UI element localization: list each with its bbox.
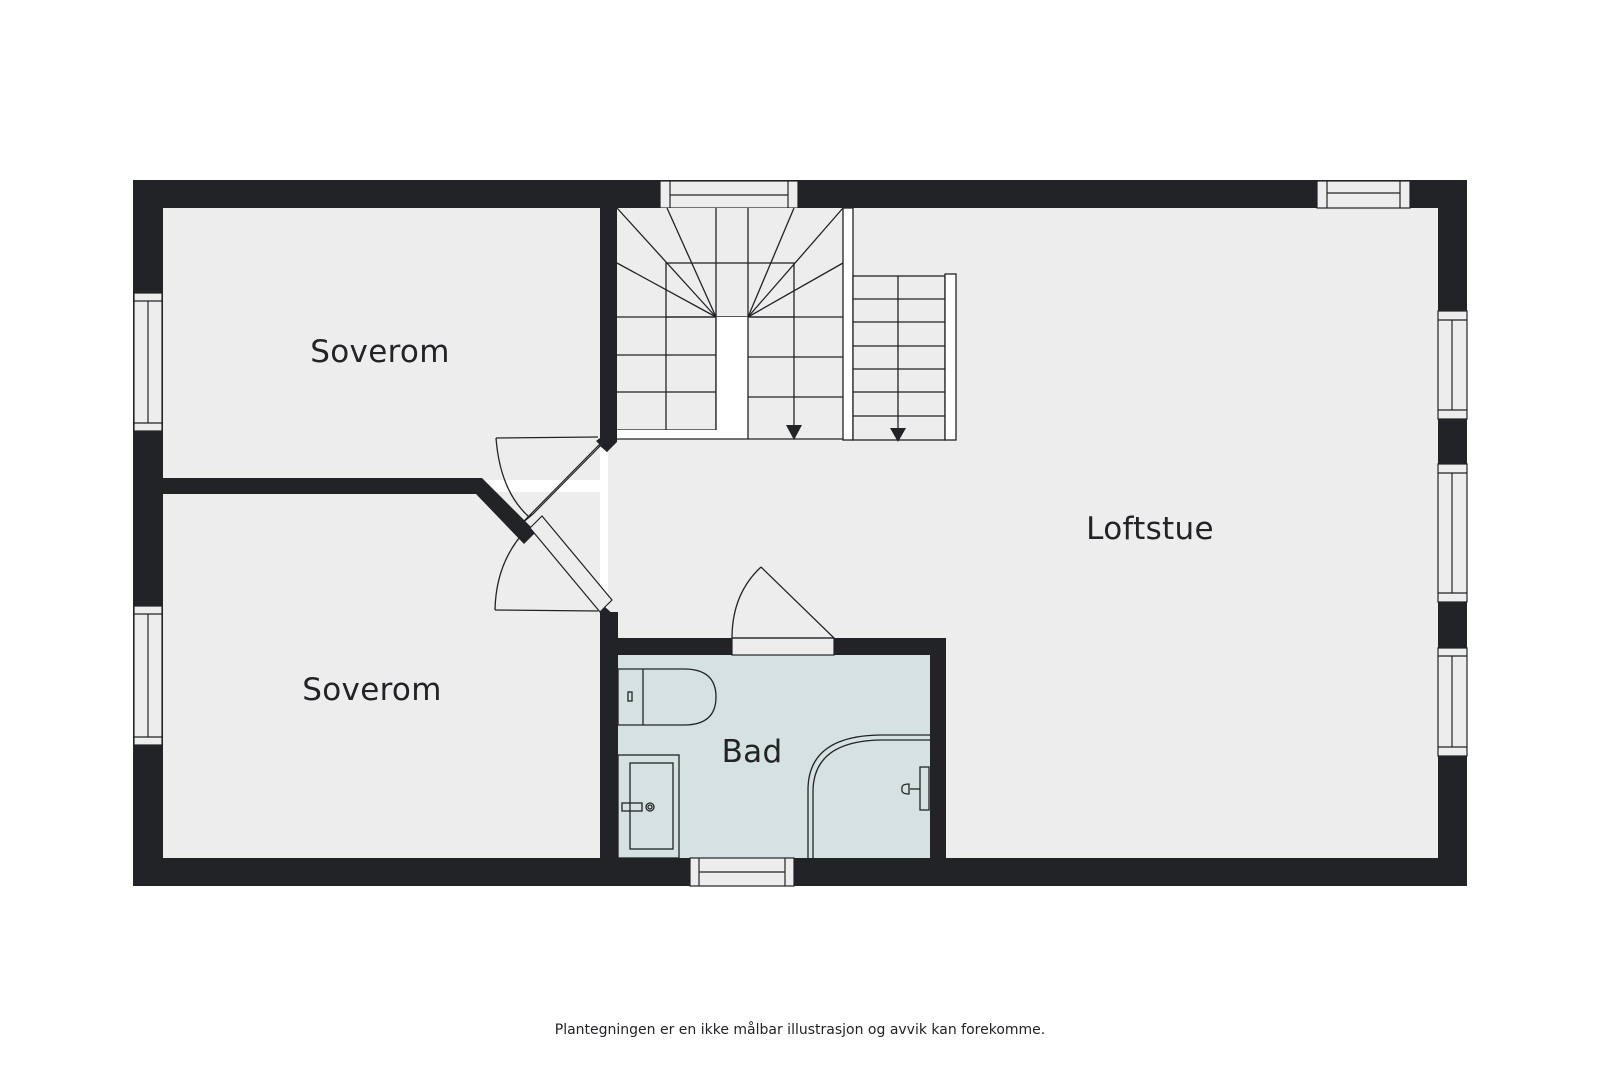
stair-down-arrow-icon <box>786 425 802 440</box>
sink-icon <box>617 754 680 859</box>
room-label-bedroom-2: Soverom <box>302 672 442 708</box>
wall-bedroom-partition <box>158 478 536 544</box>
floor-bedroom-1 <box>158 205 600 480</box>
door-bedroom-2[interactable] <box>494 527 599 612</box>
wall-bath-left <box>600 612 618 886</box>
door-bathroom[interactable] <box>731 566 835 639</box>
shower-icon <box>807 734 930 858</box>
bathroom-fixtures <box>617 668 930 859</box>
wall-stub-upper <box>596 438 617 452</box>
wall-stair-left <box>600 180 617 452</box>
room-label-bathroom: Bad <box>721 734 783 770</box>
windows <box>133 180 1468 887</box>
door-openings <box>520 435 835 656</box>
room-label-loft-living: Loftstue <box>1086 511 1214 547</box>
window-right-3 <box>1437 647 1468 757</box>
window-right-1 <box>1437 310 1468 420</box>
toilet-icon <box>617 668 717 726</box>
wall-left <box>133 180 163 886</box>
door-bedroom-1[interactable] <box>495 436 599 517</box>
window-bottom-bath <box>689 857 795 887</box>
floor-bedroom-2 <box>158 492 600 858</box>
window-top-right <box>1316 180 1411 209</box>
floor-bathroom <box>618 654 930 858</box>
window-top-stair <box>659 180 799 209</box>
wall-top <box>133 180 1467 208</box>
window-left-lower <box>133 605 163 746</box>
window-left-upper <box>133 292 163 432</box>
disclaimer-text: Plantegningen er en ikke målbar illustra… <box>554 1022 1046 1038</box>
staircase <box>616 207 957 442</box>
stair-down-arrow-icon-2 <box>890 428 906 442</box>
wall-bottom <box>133 858 1467 886</box>
wall-bath-right <box>930 638 946 886</box>
walls <box>133 180 1467 886</box>
stair-railing <box>842 207 854 441</box>
window-right-2 <box>1437 463 1468 603</box>
doors <box>494 436 835 639</box>
room-label-bedroom-1: Soverom <box>310 334 450 370</box>
